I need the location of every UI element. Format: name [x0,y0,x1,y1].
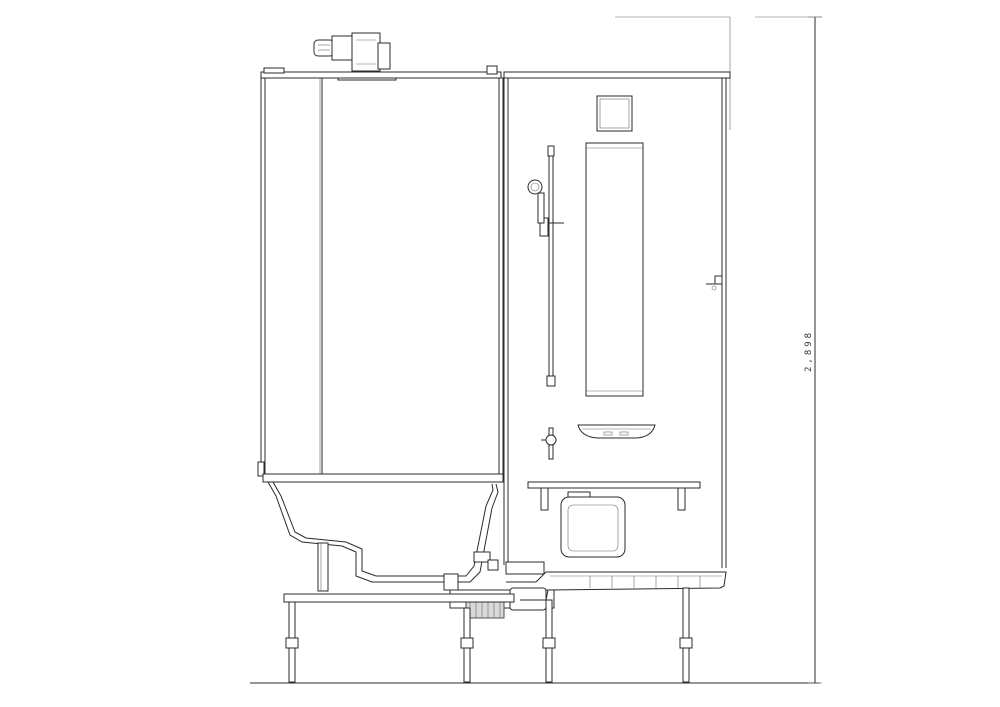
floor-pan [505,561,727,601]
towel-hook [706,275,722,291]
bucket [560,491,626,558]
shower-head [527,179,545,224]
wall-panel-left [257,77,504,477]
support-legs [283,587,693,683]
mirror [585,142,644,397]
wall-panel-right [503,78,727,568]
shower-slide-bar [539,145,564,387]
counter-shelf [527,481,701,511]
access-hatch [596,95,633,132]
bathtub [262,473,504,592]
height-dimension: 2,898 [615,16,822,684]
mixer-faucet [541,427,557,460]
ceiling-panel [260,65,731,79]
soap-dish-shelf [577,424,656,439]
height-dimension-label: 2,898 [804,330,814,372]
